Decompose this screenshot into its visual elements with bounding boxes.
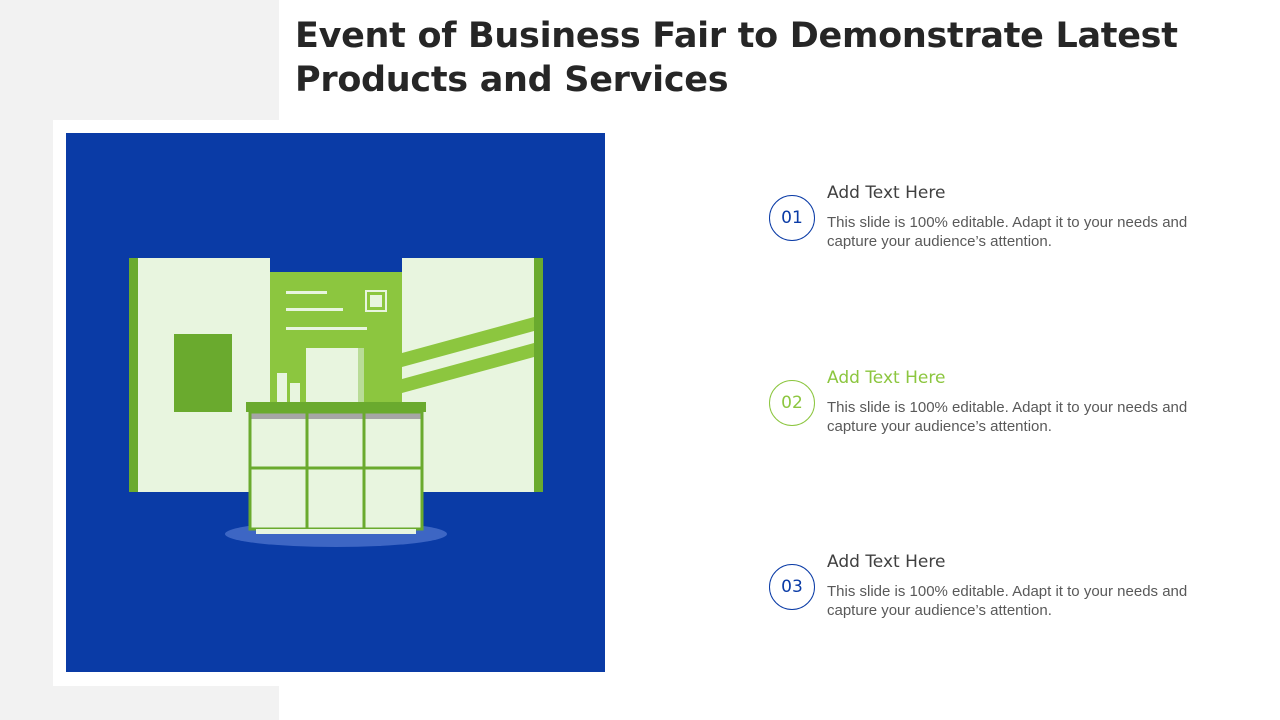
number-badge-03: 03 xyxy=(769,564,815,610)
list-item-03: 03 Add Text Here This slide is 100% edit… xyxy=(769,552,1209,622)
item-heading-02: Add Text Here xyxy=(827,368,946,388)
item-body-03: This slide is 100% editable. Adapt it to… xyxy=(827,583,1188,619)
list-item-02: 02 Add Text Here This slide is 100% edit… xyxy=(769,368,1209,438)
slide-title: Event of Business Fair to Demonstrate La… xyxy=(295,16,1178,100)
item-body-02: This slide is 100% editable. Adapt it to… xyxy=(827,399,1188,435)
list-item-01: 01 Add Text Here This slide is 100% edit… xyxy=(769,183,1209,253)
item-heading-03: Add Text Here xyxy=(827,552,946,572)
item-heading-01: Add Text Here xyxy=(827,183,946,203)
exhibition-booth-icon xyxy=(129,258,543,547)
number-badge-02: 02 xyxy=(769,380,815,426)
item-body-01: This slide is 100% editable. Adapt it to… xyxy=(827,214,1188,250)
number-badge-01: 01 xyxy=(769,195,815,241)
exhibition-booth-illustration xyxy=(66,133,605,672)
